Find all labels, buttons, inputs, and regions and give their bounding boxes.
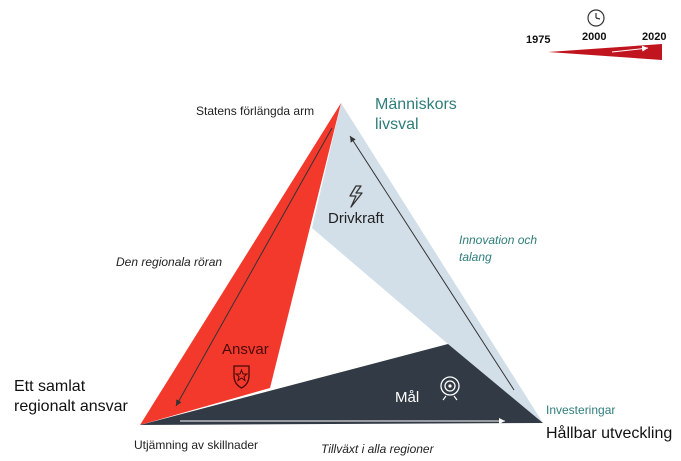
right-edge-arrow — [349, 135, 515, 391]
right-edge-label-line1: Innovation och — [459, 233, 538, 247]
top-right-vertex-label-line2: livsval — [375, 116, 419, 133]
bottom-right-vertex-label: Hållbar utveckling — [546, 425, 673, 442]
left-edge-arrow — [175, 127, 333, 407]
drivkraft-wedge — [312, 103, 543, 423]
top-left-vertex-label: Statens förlängda arm — [196, 104, 315, 118]
mal-label: Mål — [395, 389, 420, 406]
left-vertex-label-line1: Ett samlat — [14, 378, 86, 395]
timeline-mid-year: 2000 — [582, 31, 607, 43]
mal-wedge — [140, 344, 543, 425]
bottom-left-vertex-label: Utjämning av skillnader — [134, 438, 259, 452]
left-vertex-label-line2: regionalt ansvar — [14, 398, 128, 415]
timeline — [548, 9, 662, 60]
timeline-wedge — [548, 44, 662, 60]
bottom-edge-label: Tillväxt i alla regioner — [321, 442, 434, 456]
right-edge-label-line2: talang — [459, 250, 492, 264]
lightning-icon — [349, 185, 363, 208]
target-icon — [440, 376, 460, 401]
timeline-end-year: 2020 — [642, 31, 667, 43]
ansvar-wedge — [140, 103, 341, 425]
timeline-arrow — [611, 45, 649, 53]
timeline-start-year: 1975 — [526, 34, 551, 46]
ansvar-label: Ansvar — [222, 341, 269, 358]
badge-star-icon — [233, 365, 250, 389]
left-edge-label: Den regionala röran — [116, 255, 223, 269]
clock-icon — [587, 9, 605, 27]
drivkraft-label: Drivkraft — [328, 210, 384, 227]
bottom-right-small-label: Investeringar — [546, 403, 616, 417]
top-right-vertex-label-line1: Människors — [375, 96, 457, 113]
